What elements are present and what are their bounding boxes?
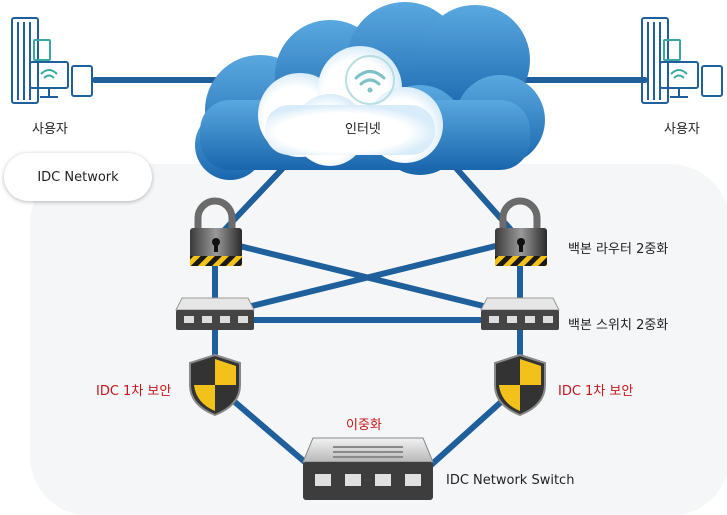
network-switch-icon bbox=[175, 297, 255, 330]
idc-network-badge: IDC Network bbox=[4, 153, 152, 201]
switch-redundancy-label: 백본 스위치 2중화 bbox=[568, 318, 669, 333]
computer-wifi-icon bbox=[29, 39, 93, 98]
cloud-icon bbox=[195, 2, 545, 180]
user-right-group bbox=[641, 17, 723, 104]
wifi-icon bbox=[345, 55, 395, 105]
internet-label: 인터넷 bbox=[345, 122, 381, 137]
shield-icon bbox=[189, 353, 241, 417]
security-right-label: IDC 1차 보안 bbox=[558, 384, 634, 399]
user-left-label: 사용자 bbox=[32, 122, 68, 137]
shield-icon bbox=[494, 353, 546, 417]
router-redundancy-label: 백본 라우터 2중화 bbox=[568, 242, 669, 257]
idc-switch-label: IDC Network Switch bbox=[446, 473, 575, 488]
user-right-label: 사용자 bbox=[664, 122, 700, 137]
network-switch-icon bbox=[480, 297, 560, 330]
network-switch-icon bbox=[302, 437, 434, 500]
link-cross-2 bbox=[212, 237, 523, 318]
padlock-icon bbox=[495, 197, 547, 266]
padlock-icon bbox=[190, 197, 242, 266]
security-left-label: IDC 1차 보안 bbox=[96, 384, 172, 399]
computer-wifi-icon bbox=[659, 39, 723, 98]
duplication-label: 이중화 bbox=[346, 418, 382, 433]
user-left-group bbox=[11, 17, 93, 104]
